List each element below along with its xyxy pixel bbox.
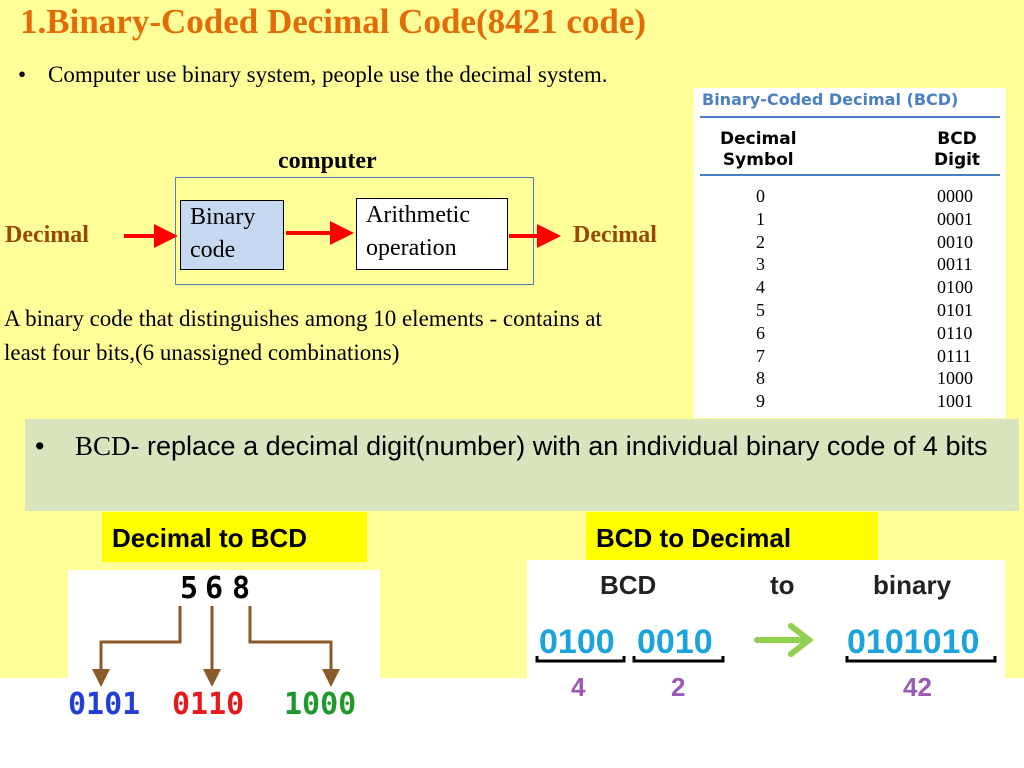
digit-2: 2 [671,672,685,702]
bcd-table-row: 5 0101 [694,300,1006,323]
header-to: to [770,570,795,600]
bcd-row-decimal: 4 [756,277,765,298]
bcd-table-row: 4 0100 [694,277,1006,300]
bcd-row-code: 0101 [937,300,973,320]
arrow-5 [92,606,182,687]
bcd-row-decimal: 3 [756,254,765,275]
bcd-prefix: BCD [75,431,131,461]
bcd-row-decimal: 0 [756,186,765,206]
bcd-code-0110: 0110 [172,687,244,718]
binary-result: 0101010 [847,623,979,661]
bcd-header-decimal-line2: Symbol [722,150,794,170]
arrow-8 [248,606,340,687]
bcd-row-decimal: 1 [756,208,765,229]
bcd-row-decimal: 9 [756,391,765,412]
bcd-row-code: 0110 [937,322,973,343]
bcd-row-code: 0001 [937,208,973,229]
bcd-to-binary-svg: BCD to binary 0100 0010 0101010 4 2 42 [535,570,997,702]
bcd-definition-body: - replace a decimal digit(number) with a… [130,431,988,461]
computer-label: computer [278,148,377,174]
binary-code-box: Binary code [180,200,284,270]
digit-4: 4 [571,672,586,702]
decimal-to-bcd-label: Decimal to BCD [102,512,367,562]
header-bcd: BCD [600,570,656,600]
digit-8: 8 [232,571,250,606]
bcd-to-decimal-label: BCD to Decimal [586,512,878,562]
bcd-code-0010: 0010 [637,623,713,661]
binary-code-line2: code [190,237,236,263]
bcd-table-row: 6 0110 [694,323,1006,346]
bcd-row-code: 0000 [937,186,973,206]
bcd-row-decimal: 8 [756,368,765,389]
brackets [535,656,997,663]
decimal-result-42: 42 [903,672,932,702]
header-binary: binary [873,570,952,600]
diagram-arrows [124,221,561,248]
bcd-table-header-rule [700,174,1000,176]
arith-line1: Arithmetic [366,202,470,228]
bcd-header-decimal: Decimal Symbol [720,129,797,171]
bcd-header-bcd: BCD Digit [934,129,980,171]
bcd-definition-text: BCD- replace a decimal digit(number) wit… [75,425,1005,467]
bcd-row-code: 0111 [937,345,972,366]
bcd-row-decimal: 7 [756,345,765,366]
bullet-marker: • [18,62,27,87]
digit-6: 6 [205,571,223,606]
bullet-computer-binary: • Computer use binary system, people use … [18,62,608,88]
arith-line2: operation [366,235,457,261]
bcd-table-row: 8 1000 [694,368,1006,391]
binary-code-line1: Binary [190,204,256,230]
bcd-row-decimal: 5 [756,300,765,320]
bcd-code-1000: 1000 [284,687,356,718]
bcd-table: Binary-Coded Decimal (BCD) Decimal Symbo… [694,88,1006,418]
digit-5: 5 [180,571,198,606]
binary-code-description: A binary code that distinguishes among 1… [4,302,694,370]
decimal-to-bcd-svg: 5 6 8 0101 0110 1000 [68,571,356,722]
bcd-to-binary-example: BCD to binary 0100 0010 0101010 4 2 42 [527,560,1005,710]
bcd-row-decimal: 2 [756,231,765,252]
bcd-definition-band: • BCD- replace a decimal digit(number) w… [25,419,1019,511]
bcd-header-bcd-line2: Digit [934,150,981,170]
bcd-table-row: 9 1001 [694,391,1006,414]
bcd-row-code: 0011 [937,254,973,275]
green-arrow-icon [754,623,814,657]
bcd-header-decimal-line1: Decimal [720,129,797,149]
bcd-header-bcd-line1: BCD [937,129,977,149]
decimal-output-label: Decimal [573,222,657,248]
bcd-row-code: 0100 [937,277,973,298]
description-line1: A binary code that distinguishes among 1… [4,306,602,331]
bcd-row-code: 1000 [937,368,973,389]
bcd-row-code: 1001 [937,391,973,412]
description-line2: least four bits,(6 unassigned combinatio… [4,340,400,365]
bcd-table-row: 1 0001 [694,209,1006,232]
arithmetic-operation-box: Arithmetic operation [356,198,508,270]
bcd-table-row: 7 0111 [694,346,1006,369]
bcd-row-code: 0010 [937,231,973,252]
bcd-code-0101: 0101 [68,687,140,718]
bcd-table-row: 2 0010 [694,232,1006,255]
bcd-table-row: 3 0011 [694,254,1006,277]
bcd-code-0100: 0100 [539,623,615,661]
decimal-input-label: Decimal [5,222,89,248]
bcd-bullet-marker: • [35,431,45,461]
bullet-text: Computer use binary system, people use t… [48,62,608,87]
decimal-to-bcd-example: 5 6 8 0101 0110 1000 [68,570,380,722]
bcd-table-title: Binary-Coded Decimal (BCD) [702,90,959,109]
bcd-row-decimal: 6 [756,322,765,343]
bcd-table-top-rule [700,116,1000,118]
slide-title: 1.Binary-Coded Decimal Code(8421 code) [20,2,647,41]
